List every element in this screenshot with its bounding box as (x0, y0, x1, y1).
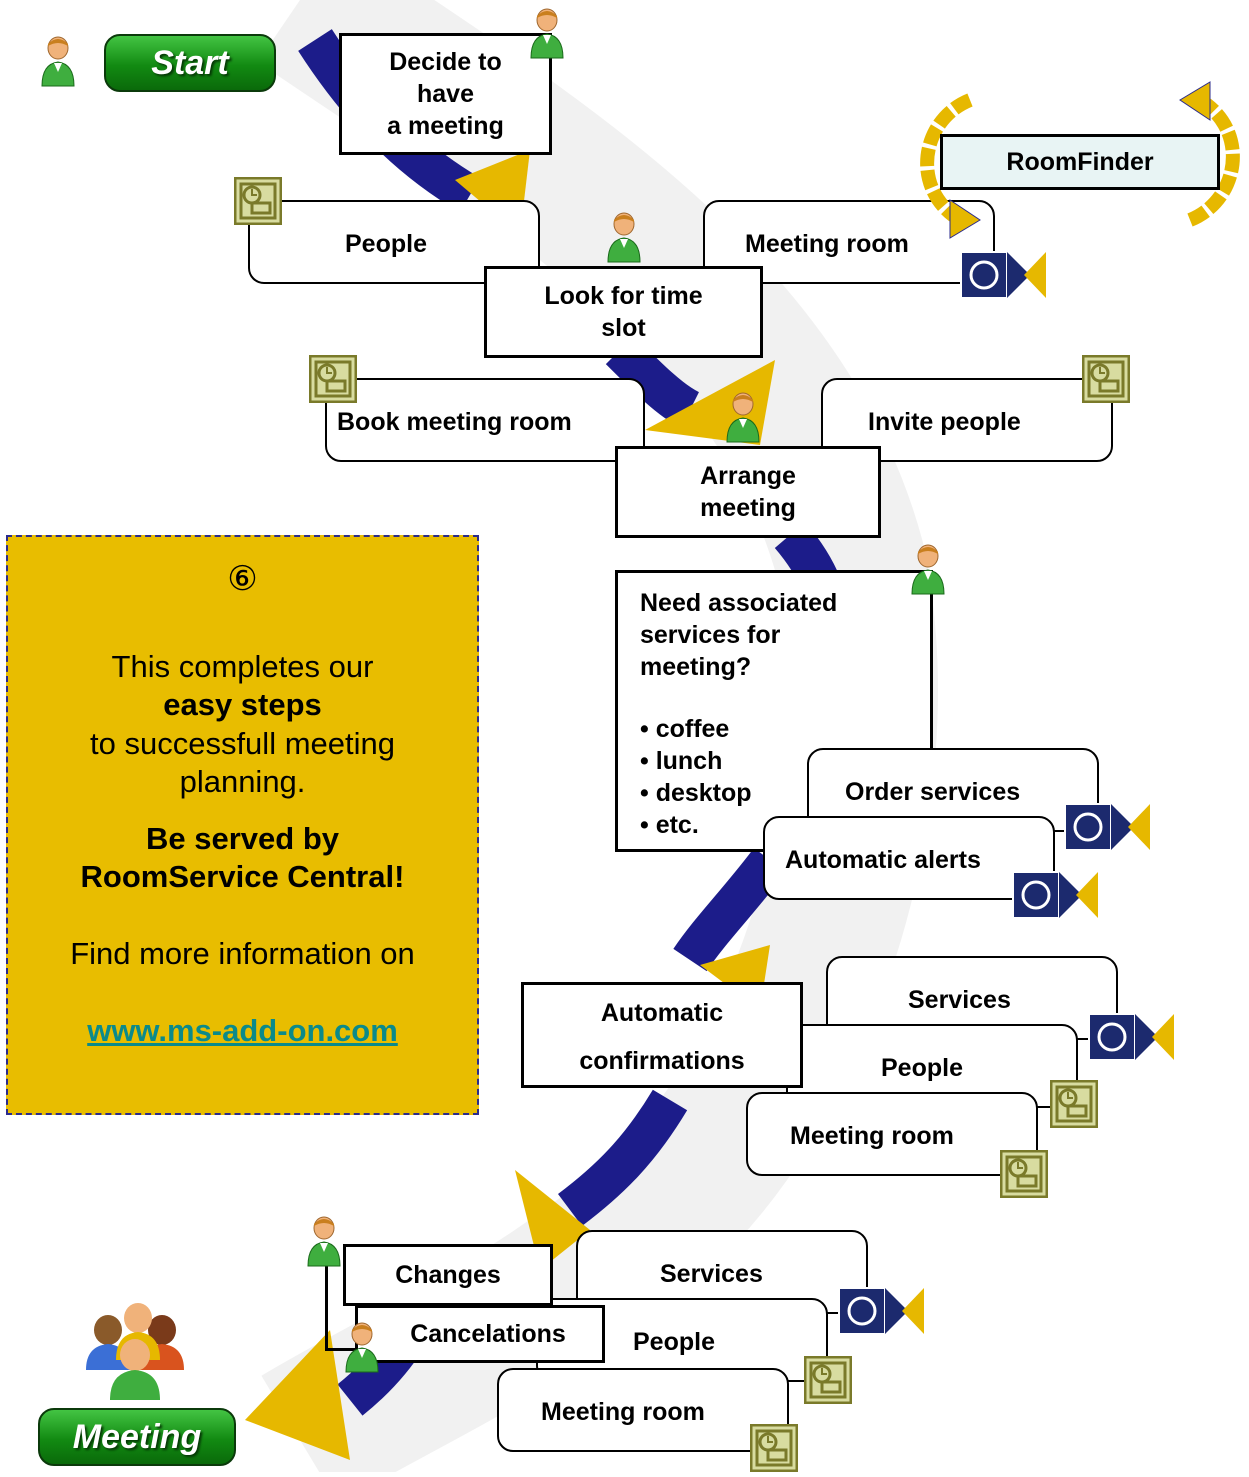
sync-icon (960, 250, 1046, 302)
info-line-2: easy steps (163, 687, 322, 722)
info-line-4: planning. (179, 764, 306, 799)
option-meeting-room-3[interactable]: Meeting room (497, 1368, 789, 1452)
roomfinder-label: RoomFinder (1006, 147, 1154, 176)
option-meeting-room-2[interactable]: Meeting room (746, 1092, 1038, 1176)
sync-icon (1012, 870, 1098, 922)
auto-confirm-line-1: Automatic (600, 999, 724, 1027)
sync-icon (1064, 802, 1150, 854)
connector-line (325, 1258, 356, 1351)
need-item: • desktop (640, 779, 752, 807)
step-decide: Decide to have a meeting (339, 33, 552, 155)
person-icon-arrange (725, 392, 761, 444)
calendar-icon (749, 1423, 799, 1473)
calendar-icon (308, 354, 358, 404)
cancelations-label: Cancelations (410, 1320, 566, 1348)
people-label: People (345, 230, 427, 258)
services-label: Services (660, 1260, 763, 1288)
info-line-3: to successfull meeting (90, 726, 395, 761)
path-segment-5 (557, 1089, 688, 1226)
website-link[interactable]: www.ms-add-on.com (87, 1013, 398, 1048)
meeting-room-label: Meeting room (541, 1398, 705, 1426)
arrowhead-5 (245, 1330, 350, 1460)
step-changes: Changes (343, 1244, 553, 1306)
path-segment-2 (605, 335, 700, 428)
info-link[interactable]: www.ms-add-on.com (8, 1013, 477, 1049)
start-label: Start (151, 43, 229, 82)
meeting-group-icon (80, 1300, 190, 1400)
need-item: • etc. (640, 811, 699, 839)
person-icon-look-slot (606, 212, 642, 264)
book-room-label: Book meeting room (337, 408, 572, 436)
need-item: • lunch (640, 747, 723, 775)
services-label: Services (908, 986, 1011, 1014)
step-number: ⑥ (227, 560, 258, 598)
calendar-icon (233, 176, 283, 226)
decide-label: Decide to have a meeting (387, 48, 504, 140)
option-automatic-alerts[interactable]: Automatic alerts (763, 816, 1055, 900)
step-arrange: Arrange meeting (615, 446, 881, 538)
step-look-slot: Look for time slot (484, 266, 763, 358)
calendar-icon (803, 1355, 853, 1405)
info-line-6: RoomService Central! (80, 859, 405, 894)
info-line-5: Be served by (146, 821, 339, 856)
auto-confirm-line-2: confirmations (579, 1047, 745, 1075)
option-book-room[interactable]: Book meeting room (325, 378, 645, 462)
calendar-icon (999, 1149, 1049, 1199)
person-icon-changes (306, 1216, 342, 1268)
person-icon-decide (529, 8, 565, 60)
look-slot-label: Look for time slot (544, 282, 703, 342)
meeting-button[interactable]: Meeting (38, 1408, 236, 1466)
sync-icon (838, 1286, 924, 1338)
path-segment-4 (673, 847, 786, 972)
meeting-room-label: Meeting room (745, 230, 909, 258)
order-services-label: Order services (845, 778, 1021, 806)
meeting-room-label: Meeting room (790, 1122, 954, 1150)
roomfinder-box[interactable]: RoomFinder (940, 134, 1220, 190)
roomfinder-cycle-arrows-icon (920, 81, 1240, 239)
need-item: • coffee (640, 715, 730, 743)
changes-label: Changes (395, 1261, 501, 1289)
automatic-alerts-label: Automatic alerts (785, 846, 981, 874)
info-panel: ⑥ This completes our easy steps to succe… (6, 535, 479, 1115)
person-icon-cancelations (344, 1322, 380, 1374)
sync-icon (1088, 1012, 1174, 1064)
meeting-label: Meeting (72, 1417, 202, 1456)
step-cancelations: Cancelations (355, 1305, 605, 1363)
start-person-icon (40, 36, 76, 88)
people-label: People (633, 1328, 715, 1356)
calendar-icon (1081, 354, 1131, 404)
people-label: People (881, 1054, 963, 1082)
start-button[interactable]: Start (104, 34, 276, 92)
need-services-title: Need associated services for meeting? (640, 589, 838, 681)
person-icon-need-services (910, 544, 946, 596)
calendar-icon (1049, 1079, 1099, 1129)
arrange-label: Arrange meeting (700, 462, 796, 522)
option-people-1[interactable]: People (248, 200, 540, 284)
info-line-7: Find more information on (70, 936, 415, 971)
invite-label: Invite people (868, 408, 1021, 436)
info-line-1: This completes our (111, 649, 374, 684)
step-auto-confirm: Automatic confirmations (521, 982, 803, 1088)
